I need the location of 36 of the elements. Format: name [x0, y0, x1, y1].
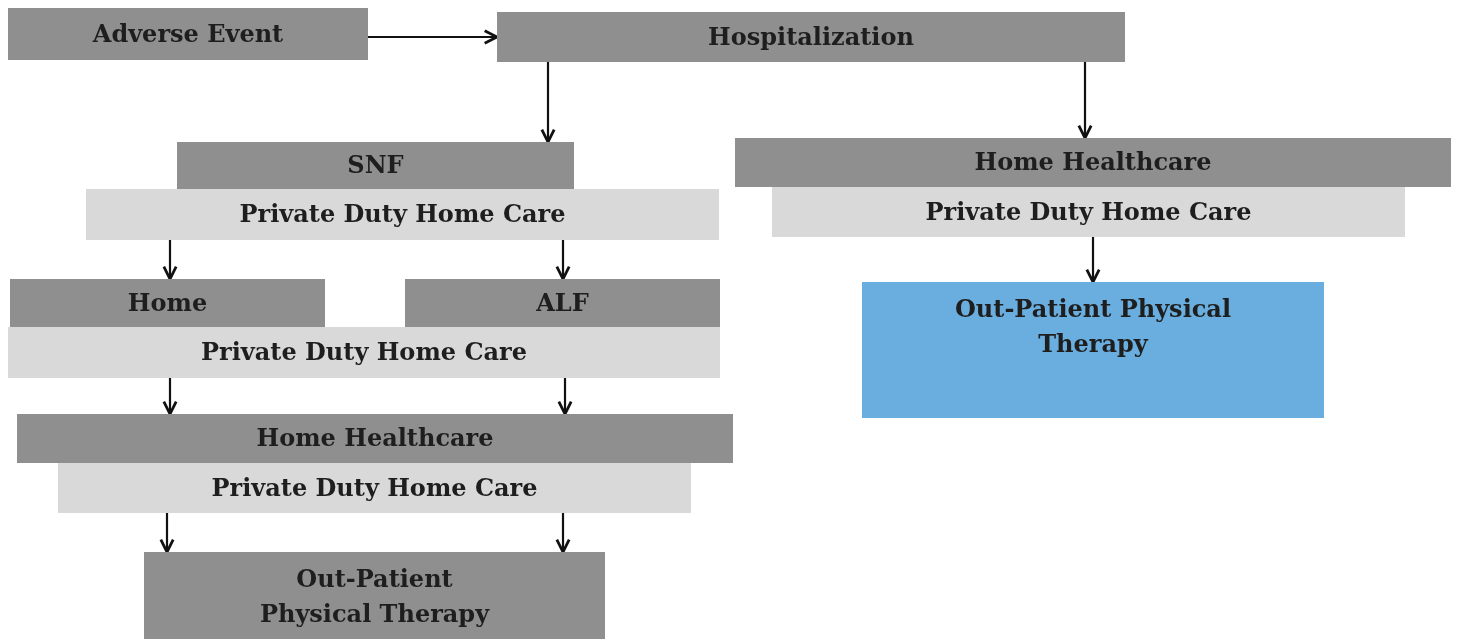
box-label: ALF: [536, 286, 589, 319]
arrow: [555, 240, 571, 281]
box-label: Private Duty Home Care: [239, 198, 566, 231]
arrow: [557, 378, 573, 416]
box-label: SNF: [347, 149, 404, 182]
process-box: [177, 142, 574, 189]
box-label: Hospitalization: [708, 20, 914, 53]
arrow: [159, 513, 175, 554]
process-box: [8, 8, 368, 60]
arrow: [162, 378, 178, 416]
process-box: [8, 327, 720, 378]
process-box: [735, 138, 1451, 187]
process-box: [10, 279, 325, 327]
process-box: [17, 414, 733, 463]
arrow: [1085, 237, 1101, 284]
box-label: Adverse Event: [92, 17, 284, 50]
process-box: [86, 189, 719, 240]
box-label: Home: [127, 286, 208, 319]
arrow: [368, 29, 499, 45]
process-box: [772, 187, 1405, 237]
box-label: Out-Patient Physical Therapy: [953, 293, 1233, 360]
arrow: [540, 62, 556, 144]
process-box: [862, 282, 1324, 418]
arrow: [555, 513, 571, 554]
box-label: Private Duty Home Care: [211, 471, 538, 504]
arrow: [162, 240, 178, 281]
box-label: Private Duty Home Care: [201, 336, 527, 369]
box-label: Home Healthcare: [974, 146, 1212, 179]
process-box: [144, 552, 605, 639]
process-box: [58, 463, 691, 513]
box-label: Home Healthcare: [256, 422, 494, 455]
arrow: [1077, 62, 1093, 140]
process-box: [497, 12, 1125, 62]
box-label: Out-Patient Physical Therapy: [258, 563, 491, 630]
box-label: Private Duty Home Care: [925, 195, 1252, 228]
process-box: [405, 279, 720, 327]
